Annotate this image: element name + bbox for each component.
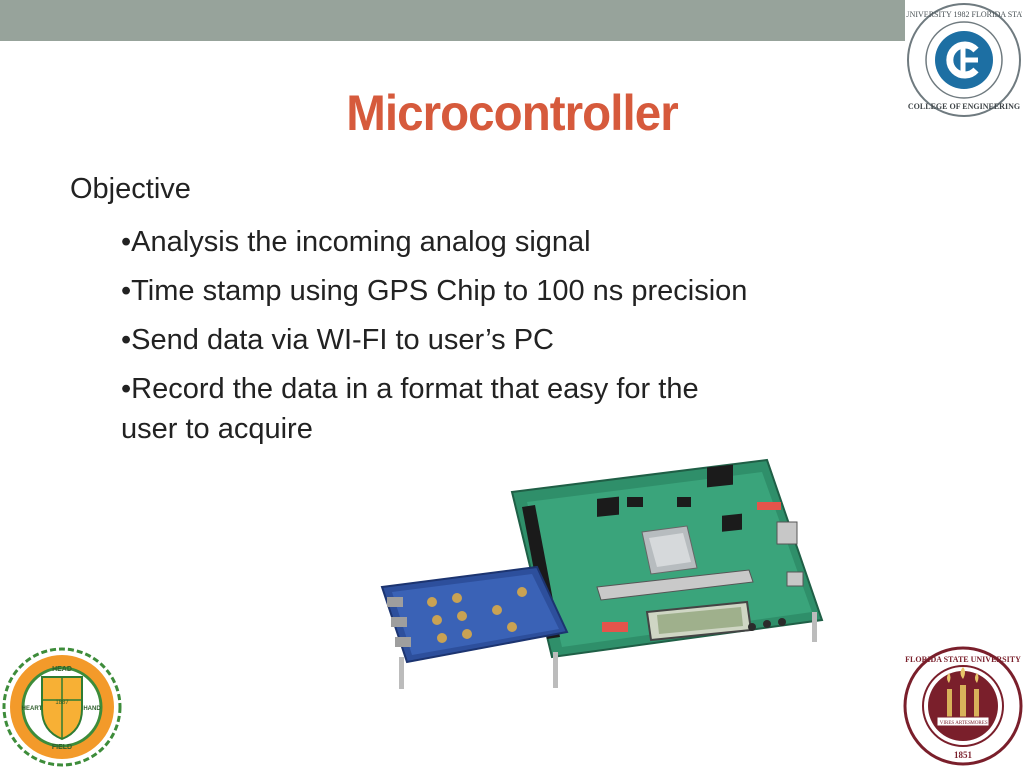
slide-body: Objective •Analysis the incoming analog … (70, 170, 790, 458)
list-item: •Record the data in a format that easy f… (121, 373, 699, 445)
list-item: •Analysis the incoming analog signal (121, 226, 591, 258)
famu-year: 1887 (55, 700, 69, 706)
microcontroller-board-photo (380, 458, 824, 689)
fsu-ring-text: FLORIDA STATE UNIVERSITY (905, 655, 1021, 664)
fsu-year: 1851 (954, 750, 973, 760)
fsu-banner-vires: VIRES (940, 721, 955, 726)
list-item: •Send data via WI-FI to user’s PC (121, 324, 554, 356)
fsu-banner-artes: ARTES (955, 721, 971, 726)
fsu-banner-mores: MORES (970, 721, 987, 726)
slide-title: Microcontroller (346, 85, 678, 141)
famu-hand: HAND (83, 706, 101, 712)
top-header-bar (0, 0, 905, 41)
college-of-engineering-seal: FLORIDA A&M UNIVERSITY 1982 FLORIDA STAT… (906, 3, 1022, 117)
famu-heart: HEART (22, 706, 43, 712)
objective-heading: Objective (70, 173, 191, 205)
list-item: •Time stamp using GPS Chip to 100 ns pre… (121, 275, 748, 307)
fsu-seal: VIRES ARTES MORES FLORIDA STATE UNIVERSI… (903, 646, 1023, 766)
objective-list: •Analysis the incoming analog signal •Ti… (70, 222, 790, 449)
famu-head: HEAD (52, 666, 72, 673)
famu-field: FIELD (52, 744, 72, 751)
seal-bottom-text: COLLEGE OF ENGINEERING (908, 102, 1020, 111)
famu-seal: HEAD HEART HAND FIELD 1887 (2, 647, 122, 767)
seal-top-text: FLORIDA A&M UNIVERSITY 1982 FLORIDA STAT… (906, 10, 1022, 19)
